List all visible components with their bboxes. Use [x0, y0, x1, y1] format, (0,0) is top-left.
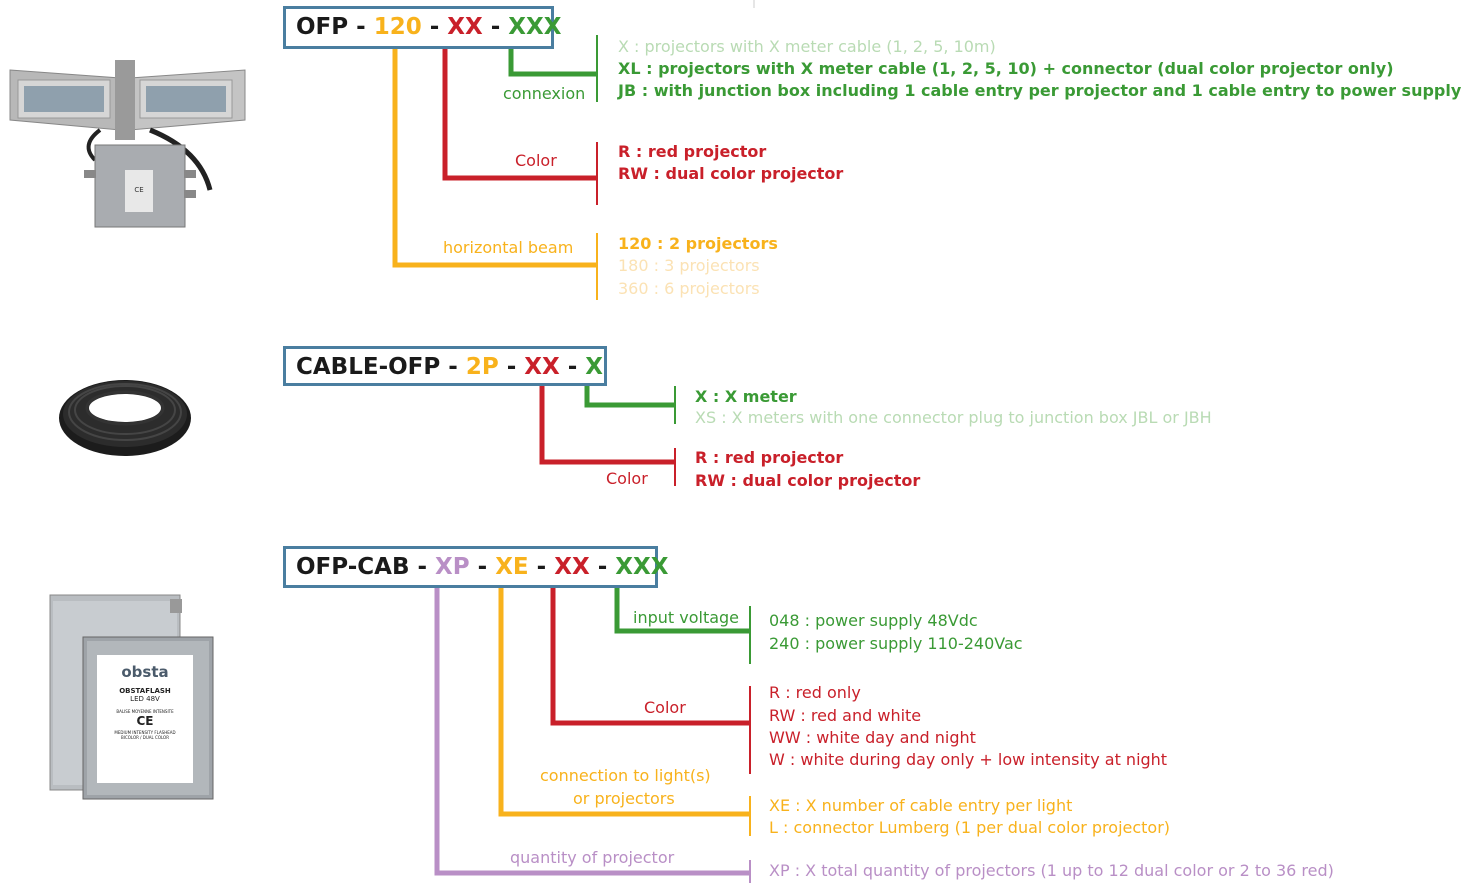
cabinet-photo: obsta OBSTAFLASH LED 48V BALISE MOYENNE … — [45, 587, 235, 803]
cable-color-option-2: RW : dual color projector — [695, 471, 921, 490]
cab-code-part2: XE — [495, 554, 529, 580]
cabinet-model: OBSTAFLASH — [119, 687, 171, 695]
cab-voltage-label: input voltage — [633, 608, 740, 627]
cab-code-sep3: - — [528, 554, 555, 580]
ofp-color-label: Color — [515, 151, 557, 170]
cabinet-brand: obsta — [121, 663, 169, 681]
cable-code-part3: X — [585, 354, 604, 380]
cab-color-option-4: W : white during day only + low intensit… — [769, 750, 1168, 769]
cable-code-sep1: - — [440, 354, 466, 380]
cab-color-label: Color — [644, 698, 686, 717]
ofp-connexion-option-2: XL : projectors with X meter cable (1, 2… — [618, 59, 1394, 78]
cable-code-box: CABLE-OFP - 2P - XX - X — [283, 346, 607, 386]
cable-length-option-2: XS : X meters with one connector plug to… — [695, 408, 1212, 427]
cabinet-line2: MEDIUM INTENSITY FLASHEAD — [114, 730, 176, 735]
ofp-connexion-option-3: JB : with junction box including 1 cable… — [618, 81, 1461, 100]
cab-code-sep4: - — [589, 554, 616, 580]
cab-code-sep1: - — [409, 554, 436, 580]
ofp-connexion-label: connexion — [503, 84, 586, 103]
ofp-code-box: OFP - 120 - XX - XXX — [283, 6, 562, 49]
ofp-code-prefix: OFP — [296, 14, 349, 40]
cab-connection-label-1: connection to light(s) — [540, 766, 711, 785]
ofp-code-part3: XXX — [508, 14, 562, 40]
cab-code-part4: XXX — [615, 554, 669, 580]
cabinet-line1: BALISE MOYENNE INTENSITE — [116, 709, 174, 714]
cab-voltage-option-2: 240 : power supply 110-240Vac — [769, 634, 1023, 653]
cab-quantity-option-1: XP : X total quantity of projectors (1 u… — [769, 861, 1334, 880]
cab-code-part3: XX — [554, 554, 590, 580]
cabinet-ce: CE — [136, 714, 154, 728]
cable-code-part1: 2P — [465, 354, 499, 380]
cable-code-sep2: - — [498, 354, 525, 380]
ofp-connexion-option-1: X : projectors with X meter cable (1, 2,… — [618, 37, 996, 56]
cable-coil-photo — [59, 380, 191, 456]
cab-code-sep2: - — [469, 554, 496, 580]
cable-color-option-1: R : red projector — [695, 448, 844, 467]
ofp-beam-option-1: 120 : 2 projectors — [618, 234, 778, 253]
cab-connection-option-2: L : connector Lumberg (1 per dual color … — [769, 818, 1171, 837]
ofp-code-sep1: - — [348, 14, 374, 40]
cable-length-option-1: X : X meter — [695, 387, 797, 406]
cable-connectors — [539, 386, 676, 486]
cable-code-sep3: - — [559, 354, 586, 380]
cab-connection-label-2: or projectors — [573, 789, 675, 808]
cabinet-label: obsta OBSTAFLASH LED 48V BALISE MOYENNE … — [97, 655, 193, 783]
cab-code-part1: XP — [435, 554, 470, 580]
ofp-code-sep3: - — [482, 14, 509, 40]
cab-connectors — [434, 588, 751, 883]
ofp-color-option-1: R : red projector — [618, 142, 767, 161]
ofp-code-part2: XX — [447, 14, 483, 40]
ofp-code-sep2: - — [421, 14, 448, 40]
cable-code-prefix: CABLE-OFP — [296, 354, 441, 380]
cab-connection-option-1: XE : X number of cable entry per light — [769, 796, 1073, 815]
cab-color-option-2: RW : red and white — [769, 706, 922, 725]
cab-color-option-1: R : red only — [769, 683, 861, 702]
cabinet-voltage: LED 48V — [130, 695, 160, 703]
ofp-beam-label: horizontal beam — [443, 238, 574, 257]
ofp-beam-option-2: 180 : 3 projectors — [618, 256, 760, 275]
ofp-connexion-connector — [392, 0, 755, 300]
cabinet-line3: BICOLOR / DUAL COLOR — [121, 735, 169, 740]
cab-color-option-3: WW : white day and night — [769, 728, 976, 747]
cable-color-label: Color — [606, 469, 648, 488]
cab-voltage-option-1: 048 : power supply 48Vdc — [769, 611, 978, 630]
cable-code-part2: XX — [524, 354, 560, 380]
svg-text:CE: CE — [134, 186, 143, 194]
projector-photo: CE — [9, 60, 246, 228]
ofp-beam-option-3: 360 : 6 projectors — [618, 279, 760, 298]
cab-code-box: OFP-CAB - XP - XE - XX - XXX — [283, 546, 668, 588]
cab-code-prefix: OFP-CAB — [296, 554, 410, 580]
ofp-code-part1: 120 — [373, 14, 422, 40]
ofp-color-option-2: RW : dual color projector — [618, 164, 844, 183]
cab-quantity-label: quantity of projector — [510, 848, 675, 867]
